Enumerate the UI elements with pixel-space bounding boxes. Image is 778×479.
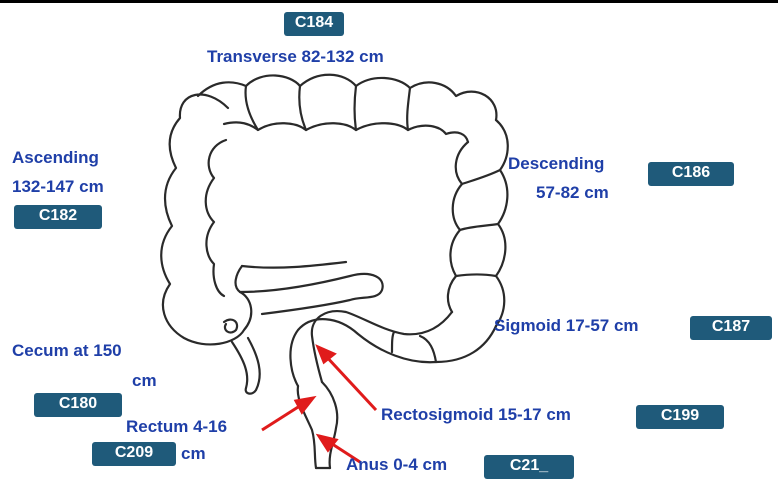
- label-transverse: Transverse 82-132 cm: [207, 46, 384, 67]
- descending-colon-inner: [448, 142, 468, 312]
- code-box-cecum: C180: [34, 393, 122, 417]
- code-box-anus: C21_: [484, 455, 574, 479]
- label-cecum-line2: cm: [132, 370, 157, 391]
- transverse-colon-bottom: [224, 122, 468, 142]
- label-anus: Anus 0-4 cm: [346, 454, 447, 475]
- transverse-colon-top: [198, 75, 496, 120]
- label-rectosigmoid: Rectosigmoid 15-17 cm: [381, 404, 571, 425]
- rectosigmoid-arrow: [324, 354, 376, 410]
- code-box-transverse: C184: [284, 12, 344, 36]
- code-box-rectum: C209: [92, 442, 176, 466]
- ascending-colon-outline: [161, 95, 251, 345]
- code-box-sigmoid: C187: [690, 316, 772, 340]
- label-sigmoid: Sigmoid 17-57 cm: [494, 315, 639, 336]
- code-box-descending: C186: [648, 162, 734, 186]
- label-rectum-line1: Rectum 4-16: [126, 416, 227, 437]
- code-box-ascending: C182: [14, 205, 102, 229]
- label-ascending-range: 132-147 cm: [12, 176, 104, 197]
- appendix: [232, 338, 260, 394]
- ileum-tube: [240, 274, 383, 314]
- label-ascending-name: Ascending: [12, 147, 99, 168]
- label-cecum-line1: Cecum at 150: [12, 340, 122, 361]
- label-descending-range: 57-82 cm: [536, 182, 609, 203]
- ascending-colon-inner: [206, 140, 226, 296]
- label-rectum-line2: cm: [181, 443, 206, 464]
- label-descending-name: Descending: [508, 153, 604, 174]
- code-box-rectosigmoid: C199: [636, 405, 724, 429]
